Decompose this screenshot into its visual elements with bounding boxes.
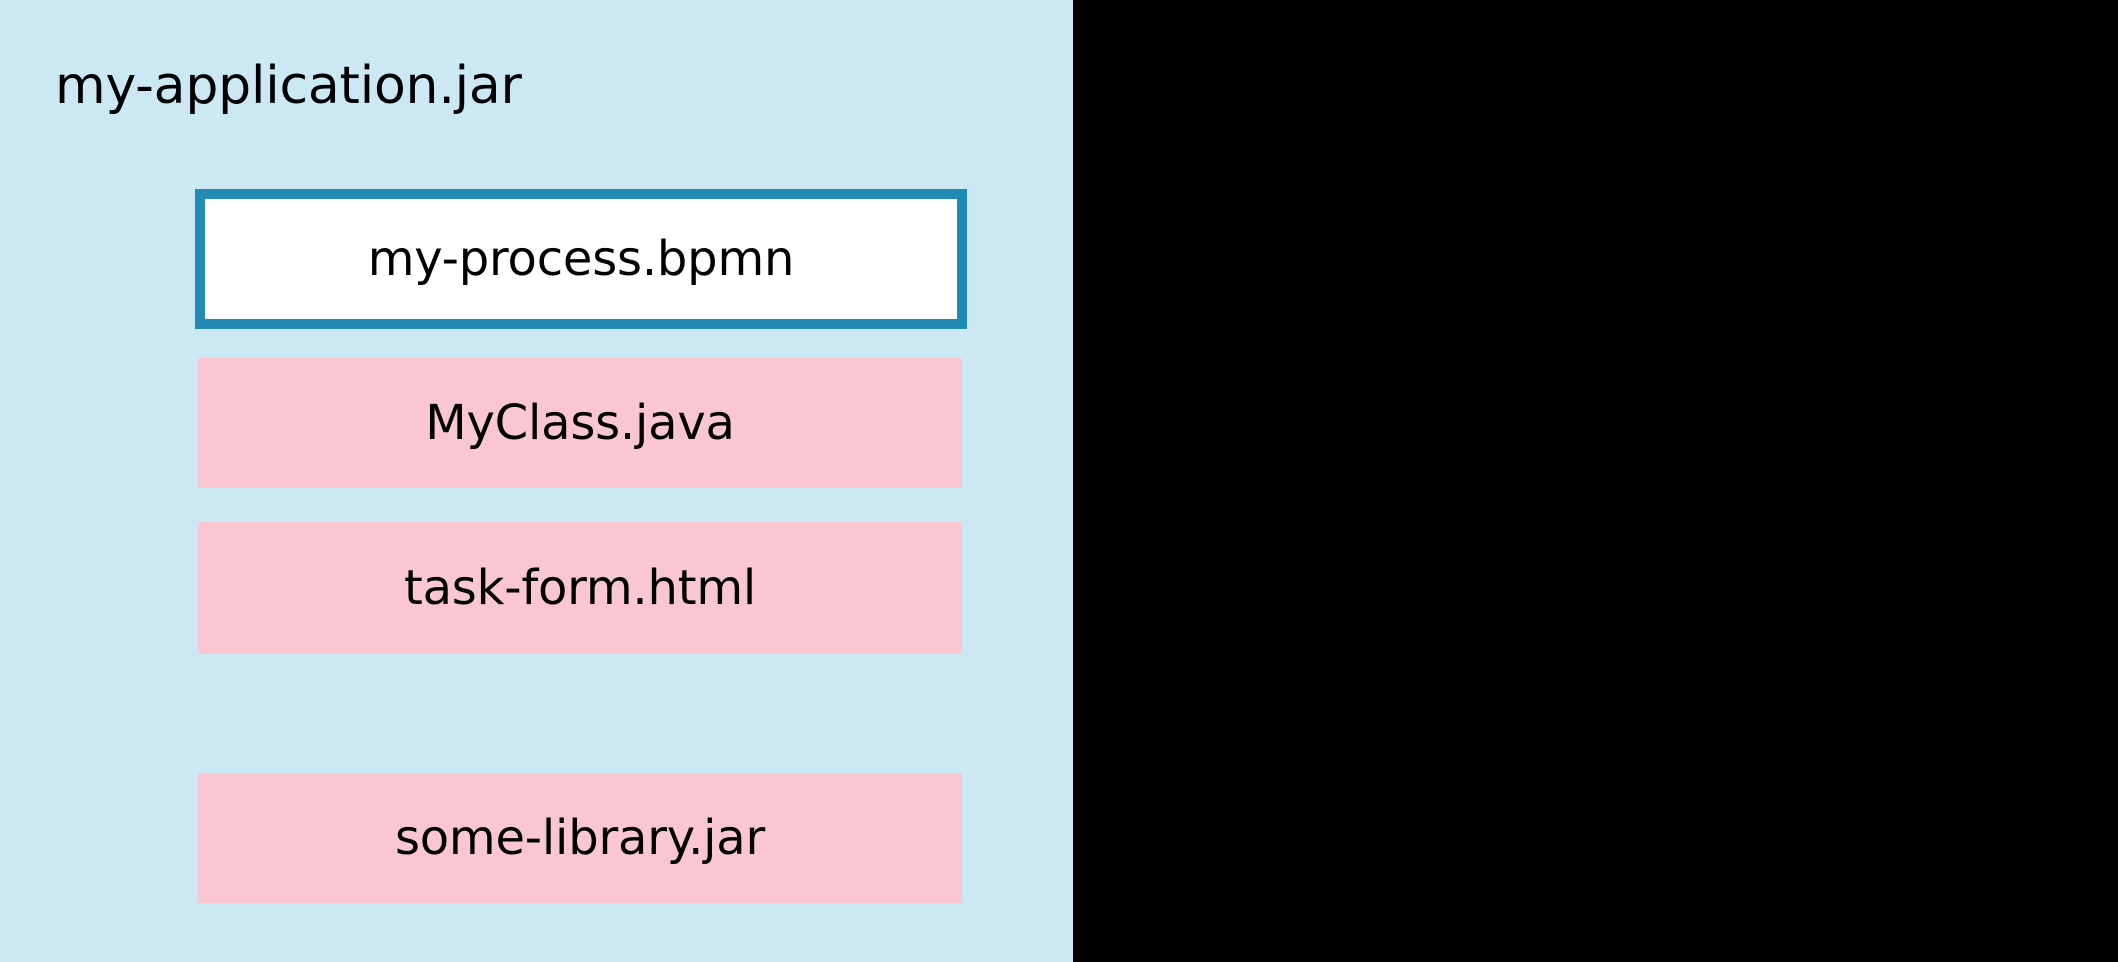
jar-package-panel: my-application.jar my-process.bpmn MyCla… — [0, 0, 1073, 962]
file-box-label: MyClass.java — [425, 394, 735, 451]
file-box-label: some-library.jar — [394, 809, 766, 866]
file-box-label: task-form.html — [403, 559, 757, 616]
file-box-task-form-html[interactable]: task-form.html — [198, 522, 962, 654]
file-box-myclass-java[interactable]: MyClass.java — [198, 358, 962, 488]
empty-right-area — [1073, 0, 2118, 962]
jar-package-title: my-application.jar — [55, 56, 522, 116]
file-box-some-library-jar[interactable]: some-library.jar — [198, 773, 962, 903]
file-box-label: my-process.bpmn — [367, 230, 795, 287]
file-box-my-process-bpmn[interactable]: my-process.bpmn — [195, 189, 967, 329]
